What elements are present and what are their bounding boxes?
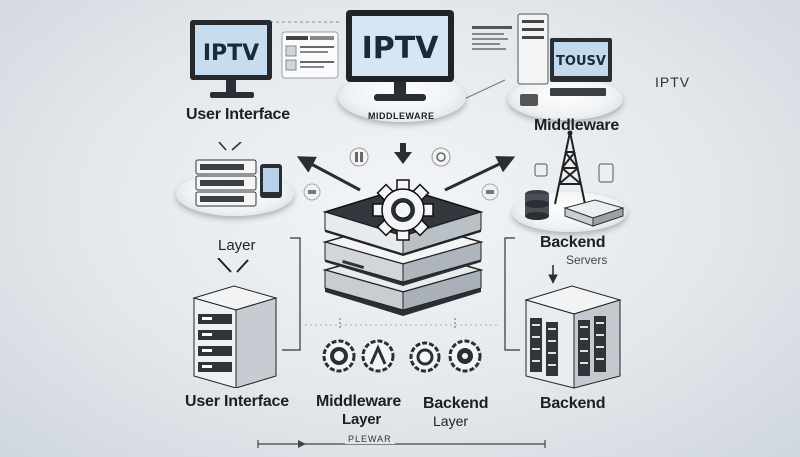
backend-bottom-label: Backend [540,395,606,412]
broadcast-tower-icon [545,130,595,208]
media-circle-icon-right [480,182,500,202]
play-circle-icon [430,146,452,168]
middleware-layer-label-line2: Layer [342,411,382,428]
backend-right-label: Backend [540,234,606,251]
left-server-stack [186,258,286,388]
servers-right-label: Servers [566,253,608,267]
middleware-layer-label-line1: Middleware [316,393,402,410]
gear-badge-icon-4 [447,338,483,374]
user-interface-top-label: User Interface [186,106,290,123]
center-screen-text: IPTV [362,31,440,66]
right-mid-devices [515,160,630,230]
center-platform-label: MIDDLEWARE [368,111,435,121]
middleware-top-label: Middleware [534,117,620,134]
center-monitor: IPTV [340,6,460,106]
user-interface-bottom-label: User Interface [185,393,289,410]
iptv-corner-label: IPTV [655,74,691,90]
layer-left-label: Layer [218,237,256,254]
timeline-label: PLEWAR [345,434,395,444]
central-gear-server-stack [315,170,490,330]
top-right-workstation: TOUSV [510,10,620,115]
left-mid-devices [186,142,291,214]
gear-badge-icon-2 [360,338,396,374]
ui-card-icon [280,30,340,80]
backend-layer-label-line2: Layer [433,413,469,429]
text-block-icon [470,24,518,64]
top-left-monitor: IPTV [182,10,282,105]
right-server-rack [520,280,625,390]
top-left-screen-text: IPTV [203,41,259,66]
top-right-screen-text: TOUSV [556,54,606,69]
gear-badge-icon-1 [321,338,357,374]
gear-badge-icon-3 [408,340,442,374]
media-circle-icon-left [302,182,322,202]
pause-circle-icon [348,146,370,168]
backend-layer-label-line1: Backend [423,395,489,412]
